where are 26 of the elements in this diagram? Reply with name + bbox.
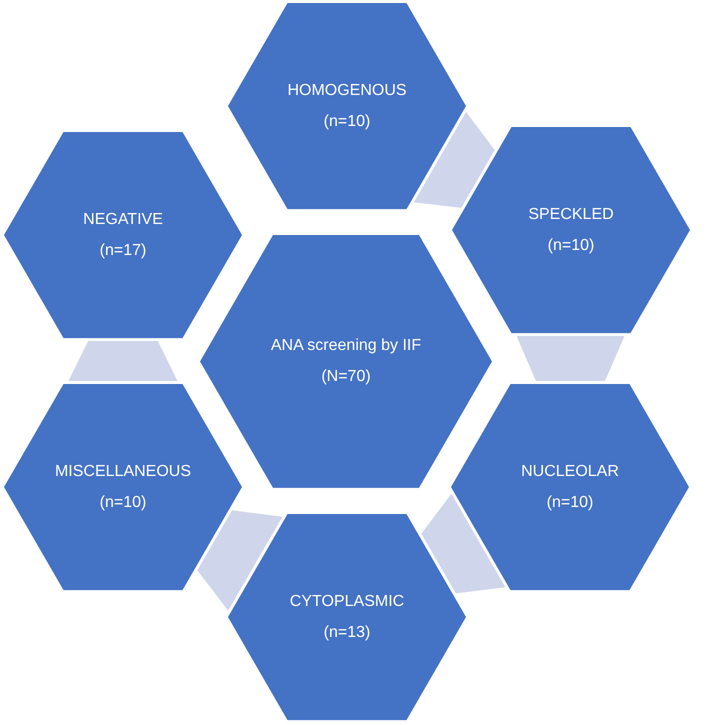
- count-label: (n=13): [324, 622, 370, 642]
- hexagon: [228, 2, 466, 210]
- hexagon: [200, 234, 492, 488]
- connector-band: [197, 510, 282, 611]
- connector-band: [68, 341, 178, 381]
- hexagon: [4, 132, 242, 338]
- hexagon: [4, 384, 242, 590]
- count-label: (n=17): [100, 240, 146, 260]
- category-label: NUCLEOLAR: [521, 462, 619, 481]
- category-label: CYTOPLASMIC: [290, 592, 404, 611]
- count-label: (n=10): [324, 112, 370, 131]
- connector-band: [516, 336, 624, 381]
- category-label: NEGATIVE: [83, 210, 163, 229]
- category-label: SPECKLED: [528, 204, 614, 224]
- hexagon: [452, 126, 690, 334]
- count-label: (n=10): [100, 492, 146, 512]
- hexagon: [451, 384, 689, 590]
- connector-band: [421, 494, 506, 594]
- category-label: MISCELLANEOUS: [54, 462, 192, 481]
- category-label: ANA screening by IIF: [270, 336, 422, 355]
- count-label: (n=10): [548, 236, 594, 255]
- category-label: HOMOGENOUS: [287, 80, 407, 100]
- count-label: (n=10): [546, 492, 594, 512]
- connector-band: [414, 112, 495, 208]
- hexagon: [228, 514, 466, 720]
- count-label: (N=70): [321, 366, 371, 386]
